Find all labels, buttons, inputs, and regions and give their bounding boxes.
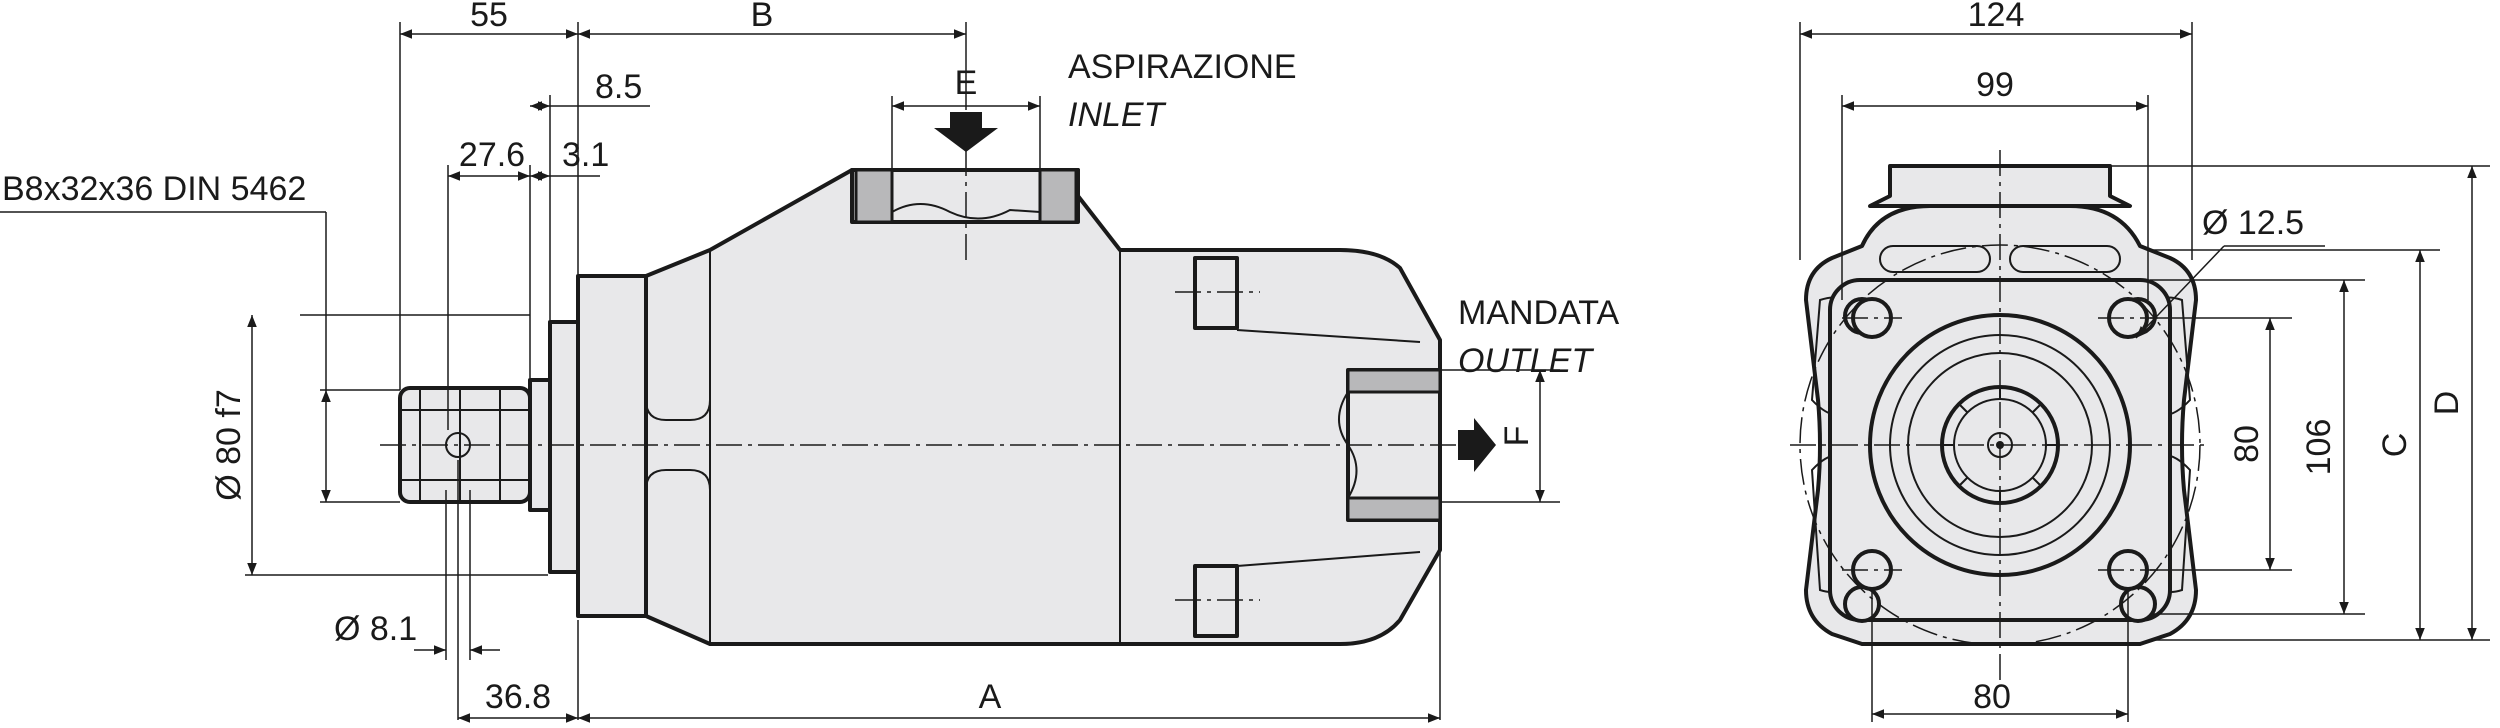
dim-55: 55 (470, 0, 508, 34)
side-view: 55 B 8.5 E 27.6 3.1 B8x32x36 DIN 5462 Ø … (0, 0, 1620, 723)
inlet-label: ASPIRAZIONE (1068, 48, 1297, 86)
outlet-label: MANDATA (1458, 294, 1620, 332)
spline-note: B8x32x36 DIN 5462 (2, 170, 306, 208)
dim-d: D (2428, 391, 2466, 416)
inlet-arrow-icon (934, 112, 998, 152)
plate-hole-br (2119, 585, 2157, 623)
outlet-arrow-icon (1458, 418, 1496, 472)
dim-c: C (2376, 433, 2414, 458)
bolt-pocket-top (1193, 256, 1239, 330)
dim-80-vertical: 80 (2228, 425, 2266, 463)
dim-106: 106 (2300, 419, 2338, 476)
front-plate (576, 274, 648, 618)
dim-dia-80-f7: Ø 80 f7 (210, 389, 248, 501)
front-view: 124 99 Ø 12.5 80 106 C D 80 (1790, 0, 2490, 722)
dim-36-8: 36.8 (485, 678, 551, 716)
dim-99: 99 (1976, 66, 2014, 104)
dim-e: E (955, 64, 978, 102)
dim-dia-12-5: Ø 12.5 (2202, 204, 2304, 242)
dim-3-1: 3.1 (562, 136, 609, 174)
dim-124: 124 (1968, 0, 2025, 34)
dim-b: B (751, 0, 774, 34)
dim-80-horizontal: 80 (1973, 678, 2011, 716)
dim-a: A (979, 678, 1002, 716)
dim-f: F (1498, 426, 1536, 447)
dim-8-5: 8.5 (595, 68, 642, 106)
inlet-label-en: INLET (1068, 96, 1167, 134)
dim-27-6: 27.6 (459, 136, 525, 174)
plate-hole-bl (1843, 585, 1881, 623)
bolt-pocket-bottom (1193, 564, 1239, 638)
pump-body (644, 168, 1442, 646)
inlet-port (850, 168, 1080, 224)
mount-flange (548, 320, 582, 574)
dim-dia-8-1: Ø 8.1 (334, 610, 417, 648)
outlet-label-en: OUTLET (1458, 342, 1594, 380)
